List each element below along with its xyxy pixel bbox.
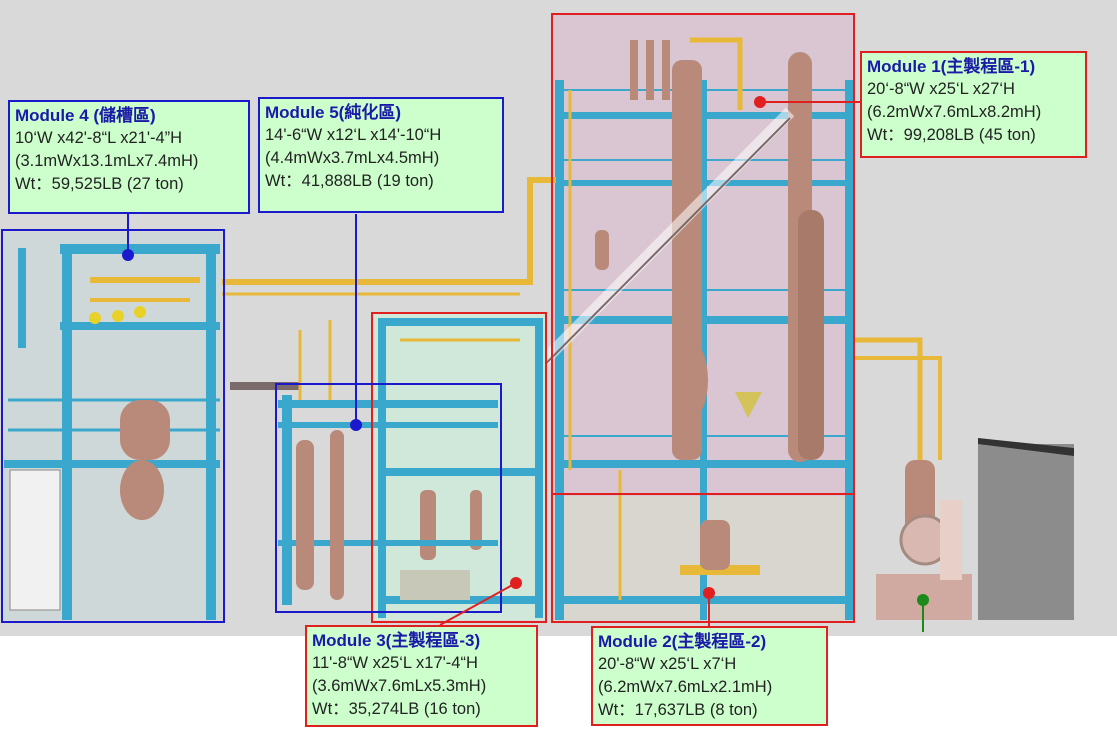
module-1-callout: Module 1(主製程區-1) 20‘-8“W x25‘L x27‘H (6.… (860, 51, 1087, 158)
pipe-rack (214, 177, 942, 460)
module-5-callout: Module 5(純化區) 14'-6“W x12‘L x14'-10“H (4… (258, 97, 504, 213)
equipment-marker (917, 594, 929, 606)
callout-leaders (122, 96, 929, 632)
module-2-boundary (551, 493, 855, 623)
module-3-structure (374, 314, 546, 620)
module-3-weight: Wt：35,274LB (16 ton) (312, 700, 481, 718)
module-5-metric: (4.4mWx3.7mLx4.5mH) (265, 149, 440, 167)
module-2-metric: (6.2mWx7.6mLx2.1mH) (598, 678, 773, 696)
module-2-title: Module 2(主製程區-2) (598, 632, 767, 651)
module-1-dims: 20‘-8“W x25‘L x27‘H (867, 80, 1015, 98)
main-process-structure (425, 14, 854, 622)
module-4-structure (4, 232, 222, 620)
module-1-title: Module 1(主製程區-1) (867, 57, 1036, 76)
module-5-marker (350, 419, 362, 431)
module-4-metric: (3.1mWx13.1mLx7.4mH) (15, 152, 199, 170)
module-2-callout: Module 2(主製程區-2) 20'-8“W x25‘L x7‘H (6.2… (591, 626, 828, 726)
module-4-title: Module 4 (儲槽區) (15, 106, 156, 125)
module-1-marker (754, 96, 766, 108)
module-2-dims: 20'-8“W x25‘L x7‘H (598, 655, 737, 673)
module-3-dims: 11'-8“W x25‘L x17'-4“H (312, 654, 478, 672)
module-4-boundary (1, 229, 225, 623)
module-5-structure (278, 320, 498, 605)
module-3-callout: Module 3(主製程區-3) 11'-8“W x25‘L x17'-4“H … (305, 625, 538, 727)
module-2-marker (703, 587, 715, 599)
module-3-title: Module 3(主製程區-3) (312, 631, 481, 650)
module-3-boundary (371, 312, 547, 623)
module-4-marker (122, 249, 134, 261)
module-3-metric: (3.6mWx7.6mLx5.3mH) (312, 677, 487, 695)
module-3-marker (510, 577, 522, 589)
module-2-weight: Wt：17,637LB (8 ton) (598, 701, 758, 719)
module-5-weight: Wt：41,888LB (19 ton) (265, 172, 434, 190)
module-1-metric: (6.2mWx7.6mLx8.2mH) (867, 103, 1042, 121)
module-1-weight: Wt：99,208LB (45 ton) (867, 126, 1036, 144)
module-5-dims: 14'-6“W x12‘L x14'-10“H (265, 126, 442, 144)
module-4-weight: Wt：59,525LB (27 ton) (15, 175, 184, 193)
module-5-boundary (275, 383, 502, 613)
module-4-callout: Module 4 (儲槽區) 10‘W x42'-8“L x21'-4”H (3… (8, 100, 250, 214)
module-5-title: Module 5(純化區) (265, 103, 401, 122)
module-4-dims: 10‘W x42'-8“L x21'-4”H (15, 129, 183, 147)
